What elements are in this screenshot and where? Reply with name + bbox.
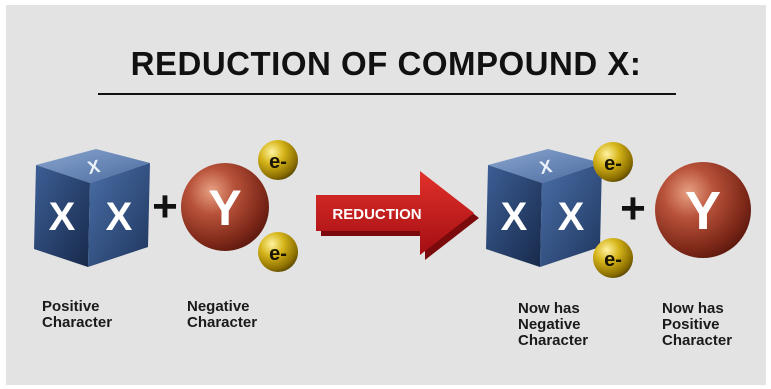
sphere-y-product: Y — [655, 162, 751, 258]
caption-line: Positive — [662, 316, 720, 333]
cube-label-right: X — [106, 195, 133, 239]
sphere-y-label: Y — [208, 180, 241, 236]
electron-sphere — [258, 232, 298, 272]
electron-label: e- — [604, 249, 622, 271]
caption-line: Now has — [518, 300, 580, 317]
plus-sign-reactants: + — [152, 182, 178, 231]
electron-label: e- — [604, 153, 622, 175]
cube-label-top: X — [86, 156, 102, 178]
diagram-canvas: REDUCTION OF COMPOUND X: — [6, 5, 766, 385]
cube-right-face — [540, 163, 602, 267]
sphere-y-body — [181, 163, 269, 251]
sphere-y-body — [655, 162, 751, 258]
electron-reactant-bottom: e- — [258, 232, 298, 272]
caption-positive-character: Positive Character — [42, 299, 112, 331]
caption-line: Negative — [187, 298, 250, 315]
cube-x-reactant: X X X — [34, 149, 150, 267]
electron-label: e- — [269, 243, 287, 265]
caption-now-negative: Now has Negative Character — [518, 301, 588, 349]
caption-line: Negative — [518, 316, 581, 333]
caption-line: Character — [187, 314, 258, 331]
diagram-title: REDUCTION OF COMPOUND X: — [130, 45, 642, 82]
caption-line: Character — [42, 314, 113, 331]
electron-label: e- — [269, 151, 287, 173]
caption-line: Positive — [42, 298, 100, 315]
cube-left-face — [34, 165, 90, 267]
electron-sphere — [258, 140, 298, 180]
cube-left-face — [486, 165, 542, 267]
caption-now-positive: Now has Positive Character — [662, 301, 732, 349]
reaction-scene: X X X + Y e- e- REDUCTION X — [34, 140, 751, 278]
caption-line: Character — [518, 332, 589, 349]
electron-product-top: e- — [593, 142, 633, 182]
cube-label-right: X — [558, 195, 585, 239]
cube-label-left: X — [49, 195, 76, 239]
electron-sphere — [593, 142, 633, 182]
electron-reactant-top: e- — [258, 140, 298, 180]
arrow-label: REDUCTION — [332, 206, 421, 223]
caption-negative-character: Negative Character — [187, 299, 257, 331]
caption-line: Now has — [662, 300, 724, 317]
reduction-arrow: REDUCTION — [316, 171, 479, 260]
caption-line: Character — [662, 332, 733, 349]
cube-label-left: X — [501, 195, 528, 239]
cube-x-product: X X X — [486, 149, 602, 267]
cube-label-top: X — [538, 156, 554, 178]
arrow-body — [316, 171, 474, 255]
electron-product-bottom: e- — [593, 238, 633, 278]
sphere-y-label: Y — [685, 181, 721, 241]
sphere-y-reactant: Y — [181, 163, 269, 251]
cube-right-face — [88, 163, 150, 267]
title-underline — [98, 93, 676, 95]
electron-sphere — [593, 238, 633, 278]
plus-sign-products: + — [620, 184, 646, 233]
